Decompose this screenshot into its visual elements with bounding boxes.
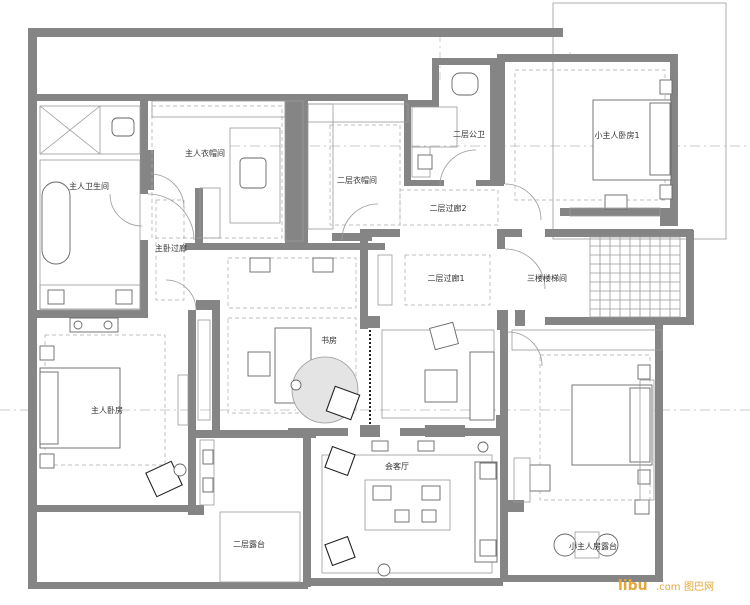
label-second-toilet: 二层公卫: [453, 130, 485, 139]
label-corridor-2: 二层过廊2: [429, 203, 466, 213]
stair-fixtures: [589, 236, 681, 318]
label-master-bedroom: 主人卧房: [91, 405, 123, 415]
label-study: 书房: [321, 335, 337, 345]
walls: [28, 28, 694, 589]
label-master-corridor: 主卧过廊: [155, 243, 187, 253]
label-young-master-bedroom-1: 小主人卧房1: [594, 130, 639, 140]
room-labels: 主人卫生间 主人衣帽间 二层衣帽间 二层公卫 小主人卧房1 主卧过廊 二层过廊2…: [69, 130, 640, 551]
label-terrace: 二层露台: [233, 539, 265, 549]
terrace-fixtures: [219, 511, 301, 583]
master-bathroom-fixtures: [39, 105, 141, 311]
watermark-site: 图巴网: [684, 581, 714, 593]
label-stairwell-3: 三楼楼梯间: [527, 273, 567, 283]
second-closet-fixtures: [307, 103, 409, 230]
label-corridor-1: 二层过廊1: [427, 273, 464, 283]
corridor-fixtures: [155, 189, 499, 306]
young-master-bedroom-1-fixtures: [514, 69, 673, 217]
young-master-bedroom-2-fixtures: [511, 329, 663, 559]
master-closet-fixtures: [151, 100, 304, 242]
study-fixtures: [197, 257, 361, 424]
label-second-closet: 二层衣帽间: [337, 175, 377, 185]
label-master-closet: 主人衣帽间: [185, 148, 225, 158]
second-toilet-fixtures: [411, 72, 479, 178]
sitting-area-fixtures: [369, 254, 495, 425]
label-young-master-terrace: 小主人房露台: [569, 541, 617, 551]
master-bedroom-fixtures: [39, 317, 215, 506]
label-master-bathroom: 主人卫生间: [69, 181, 109, 191]
site-watermark: libu .com 图巴网: [618, 578, 714, 594]
watermark-logo: libu: [618, 578, 648, 594]
lounge-fixtures: [321, 440, 498, 577]
label-lounge: 会客厅: [385, 461, 409, 471]
door-swings: [109, 149, 546, 367]
watermark-suffix: .com: [656, 582, 681, 593]
